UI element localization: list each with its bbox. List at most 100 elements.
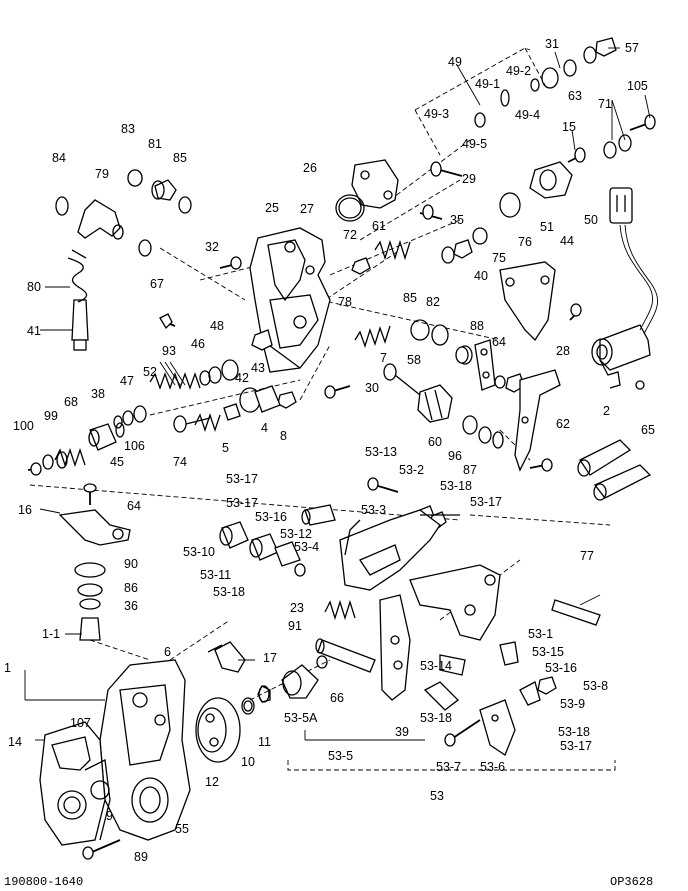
callout-49-4: 49-4 — [515, 108, 540, 122]
callout-82: 82 — [426, 295, 440, 309]
callout-96: 96 — [448, 449, 462, 463]
callout-79: 79 — [95, 167, 109, 181]
callout-30: 30 — [365, 381, 379, 395]
callout-2: 2 — [603, 404, 610, 418]
pump-body — [39, 659, 191, 846]
callout-12: 12 — [205, 775, 219, 789]
callout-64-b: 64 — [127, 499, 141, 513]
callout-11: 11 — [258, 735, 271, 749]
callout-27: 27 — [300, 202, 314, 216]
timer-assembly — [383, 161, 573, 423]
callout-49-1: 49-1 — [475, 77, 500, 91]
callout-9: 9 — [106, 809, 113, 823]
callout-100: 100 — [13, 419, 34, 433]
callout-75: 75 — [492, 251, 506, 265]
callout-80: 80 — [27, 280, 41, 294]
callout-85-b: 85 — [403, 291, 417, 305]
callout-93: 93 — [162, 344, 176, 358]
callout-88: 88 — [470, 319, 484, 333]
cylindrical-parts — [67, 249, 652, 673]
callout-53-9: 53-9 — [560, 697, 585, 711]
callout-66: 66 — [330, 691, 344, 705]
callout-78: 78 — [338, 295, 352, 309]
callout-49-2: 49-2 — [506, 64, 531, 78]
group-53-boundary — [29, 484, 616, 771]
callout-38: 38 — [91, 387, 105, 401]
callout-53: 53 — [430, 789, 444, 803]
callout-53-5: 53-5 — [328, 749, 353, 763]
callout-36: 36 — [124, 599, 138, 613]
callout-1-1: 1-1 — [42, 627, 60, 641]
callout-85-a: 85 — [173, 151, 187, 165]
callout-68: 68 — [64, 395, 78, 409]
callout-4: 4 — [261, 421, 268, 435]
callout-53-17-b: 53-17 — [226, 496, 258, 510]
callout-39: 39 — [395, 725, 409, 739]
callout-71: 71 — [598, 97, 612, 111]
callout-52: 52 — [143, 365, 157, 379]
callout-91: 91 — [288, 619, 302, 633]
callout-23: 23 — [290, 601, 304, 615]
cover-plate — [335, 159, 399, 222]
callout-106: 106 — [124, 439, 145, 453]
callout-26: 26 — [303, 161, 317, 175]
callout-61: 61 — [372, 219, 386, 233]
callout-53-18-d: 53-18 — [558, 725, 590, 739]
callout-40: 40 — [474, 269, 488, 283]
callout-47: 47 — [120, 374, 134, 388]
callout-58: 58 — [407, 353, 421, 367]
leader-lines — [24, 47, 651, 741]
callout-60: 60 — [428, 435, 442, 449]
callout-72: 72 — [343, 228, 357, 242]
callout-53-16-a: 53-16 — [255, 510, 287, 524]
callout-41: 41 — [27, 324, 41, 338]
callout-55: 55 — [175, 822, 189, 836]
callout-53-10: 53-10 — [183, 545, 215, 559]
bolts-and-screws — [27, 114, 656, 860]
callout-16: 16 — [18, 503, 32, 517]
sleeves — [219, 504, 336, 699]
callout-48: 48 — [210, 319, 224, 333]
callout-labels: 1 1-1 2 4 5 6 7 8 9 10 11 12 14 15 16 17… — [4, 37, 655, 864]
callout-28: 28 — [556, 344, 570, 358]
callout-83: 83 — [121, 122, 135, 136]
callout-53-4: 53-4 — [294, 540, 319, 554]
callout-42: 42 — [235, 371, 249, 385]
callout-7: 7 — [380, 351, 387, 365]
callout-8: 8 — [280, 429, 287, 443]
callout-53-5A: 53-5A — [284, 711, 318, 725]
callout-53-6: 53-6 — [480, 760, 505, 774]
callout-53-18-a: 53-18 — [440, 479, 472, 493]
callout-46: 46 — [191, 337, 205, 351]
solenoid-valve — [591, 187, 659, 390]
callout-90: 90 — [124, 557, 138, 571]
callout-62: 62 — [556, 417, 570, 431]
callout-76: 76 — [518, 235, 532, 249]
callout-6: 6 — [164, 645, 171, 659]
callout-63: 63 — [568, 89, 582, 103]
callout-49-3: 49-3 — [424, 107, 449, 121]
callout-81: 81 — [148, 137, 162, 151]
plunger-parts — [88, 385, 281, 451]
callout-57: 57 — [625, 41, 639, 55]
footer-drawing-number: 190800-1640 — [4, 875, 83, 889]
callout-53-16-b: 53-16 — [545, 661, 577, 675]
callout-53-11: 53-11 — [200, 568, 231, 582]
callout-44: 44 — [560, 234, 574, 248]
callout-45: 45 — [110, 455, 124, 469]
callout-99: 99 — [44, 409, 58, 423]
callout-53-15: 53-15 — [532, 645, 564, 659]
callout-25: 25 — [265, 201, 279, 215]
callout-87: 87 — [463, 463, 477, 477]
callout-53-17-a: 53-17 — [226, 472, 258, 486]
callout-107: 107 — [70, 716, 91, 730]
callout-53-18-c: 53-18 — [420, 711, 452, 725]
callout-65: 65 — [641, 423, 655, 437]
callout-64-a: 64 — [492, 335, 506, 349]
callout-14: 14 — [8, 735, 22, 749]
callout-86: 86 — [124, 581, 138, 595]
callout-53-13: 53-13 — [365, 445, 397, 459]
callout-53-18-b: 53-18 — [213, 585, 245, 599]
